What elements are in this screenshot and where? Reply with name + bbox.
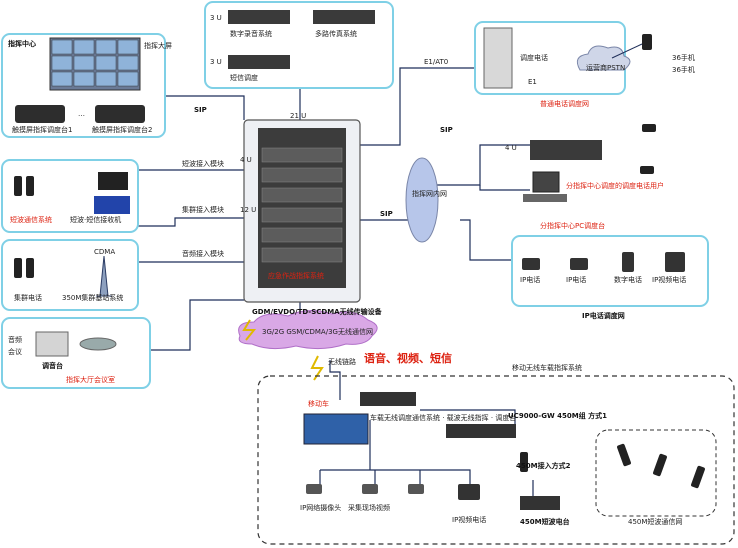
rack-name: 应急作战指挥系统 (268, 271, 324, 280)
meeting-room-title: 指挥大厅会议室 (66, 375, 115, 384)
u3-a-label: 3 U (210, 14, 222, 22)
console-2-label: 触摸屏指挥调度台2 (92, 125, 152, 134)
video-wall-label: 指挥大屏 (144, 41, 172, 50)
exchange-rack (483, 27, 513, 89)
right-dispatch-users-label: 分指挥中心调度的调度电话用户 (566, 181, 664, 190)
fax-unit (313, 10, 375, 24)
e1-label: E1 (528, 78, 537, 86)
pc-keyboard (523, 194, 567, 202)
mixer-console (35, 331, 69, 357)
sip-label-1: SIP (194, 106, 207, 114)
radio-450m-station (520, 496, 560, 510)
ip-phone-panel (511, 235, 709, 307)
sms-station-label: 短波·短信接收机 (70, 215, 121, 224)
shortwave-station (94, 196, 130, 214)
digital-phone-label: 数字电话 (614, 275, 642, 284)
ip-video-phone-label: IP视频电话 (652, 275, 686, 284)
sms-dispatch-unit (228, 55, 290, 69)
mobile-phone-icon (642, 34, 652, 50)
radio-group-label: 450M短波通信网 (628, 517, 682, 526)
wireless-cloud-label: 3G/2G GSM/CDMA/3G无线通信网 (262, 327, 373, 336)
radio-450m-handset (520, 452, 528, 472)
sms-system-label: 短波通信系统 (10, 215, 52, 224)
walkie-talkies-a (14, 176, 34, 196)
tower-label: CDMA (94, 248, 115, 256)
uc9000-label: UC9000-GW 450M组 方式1 (508, 411, 607, 420)
dispatch-label: 短信调度 (230, 73, 258, 82)
mobile-vehicle-area (257, 375, 735, 545)
connection-lines (138, 67, 534, 500)
sms-module-label: 短波接入模块 (182, 159, 224, 168)
recording-label: 数字录音系统 (230, 29, 272, 38)
dispatch-server (530, 140, 602, 160)
recording-unit (228, 10, 290, 24)
private-network-cloud (405, 157, 439, 243)
pc-console-icon (532, 171, 560, 193)
vehicle-image (303, 413, 369, 445)
ip-panel-title: IP电话调度网 (582, 311, 625, 320)
rack-units (261, 147, 343, 263)
trunk-module-label: 集群接入模块 (182, 205, 224, 214)
e1-link-label: E1/AT0 (424, 58, 448, 66)
walkie-talkies-b (14, 258, 34, 278)
trunk-sys-label: 350M集群基站系统 (62, 293, 123, 302)
u3-b-label: 3 U (210, 58, 222, 66)
trunk-tower-icon (96, 255, 112, 297)
sip-label-3: SIP (380, 210, 393, 218)
pstn-label: 运营商PSTN (586, 63, 625, 72)
headline: 语音、视频、短信 (364, 351, 452, 365)
phone-2-label: 36手机 (672, 65, 695, 74)
trunk-phone-label: 集群电话 (14, 293, 42, 302)
wireless-link-label: 无线链路 (328, 357, 356, 366)
console-label: 调音台 (42, 361, 63, 370)
private-net-label: 指挥网内网 (412, 189, 447, 198)
u12-label: 12 U (240, 206, 256, 214)
uc9000-gateway (446, 424, 516, 438)
ip-phone-icons (522, 252, 685, 272)
u4-label: 4 U (240, 156, 252, 164)
ip-phone-2-label: IP电话 (566, 275, 586, 284)
phone-1-label: 36手机 (672, 53, 695, 62)
dots: … (78, 110, 85, 118)
mobile-car-label: 移动车 (308, 399, 329, 408)
touch-console-1 (15, 105, 65, 123)
vehicle-gateway (360, 392, 416, 406)
ip-video-phone (458, 484, 480, 500)
rack-caption: GDM/EVDO/TD-SCDMA无线传输设备 (252, 307, 383, 316)
ip-cameras (306, 484, 424, 494)
mobile-title: 移动无线车载指挥系统 (512, 363, 582, 372)
gateway-label: 车载无线调度通信系统 · 载波无线指挥 · 调度台 (370, 413, 516, 422)
video-wall-screens (51, 39, 139, 87)
r450-label: 450M接入方式2 (516, 461, 571, 470)
dispatch-phone-label: 调度电话 (520, 53, 548, 62)
collect-label: 采集现场视频 (348, 503, 390, 512)
radio-label: 450M短波电台 (520, 517, 570, 526)
u21-label: 21 U (290, 112, 306, 120)
meeting-label: 会议 (8, 347, 22, 356)
right-pc-console-label: 分指挥中心PC调度台 (540, 221, 605, 230)
audio-label: 音频 (8, 335, 22, 344)
desk-phones (640, 124, 656, 174)
command-center-title: 指挥中心 (8, 39, 36, 48)
shortwave-receiver (98, 172, 128, 190)
ip-phone-1-label: IP电话 (520, 275, 540, 284)
camera-label: IP网络摄像头 (300, 503, 341, 512)
u4-right-label: 4 U (505, 144, 517, 152)
pstn-network-label: 普通电话调度网 (540, 99, 589, 108)
ip-video-phone-mobile-label: IP视频电话 (452, 515, 486, 524)
wireless-cloud (238, 310, 378, 350)
fax-label: 多路传真系统 (315, 29, 357, 38)
conference-phone (79, 337, 117, 351)
console-1-label: 触摸屏指挥调度台1 (12, 125, 72, 134)
audio-module-label: 音频接入模块 (182, 249, 224, 258)
touch-console-2 (95, 105, 145, 123)
pstn-cloud (576, 45, 631, 71)
sip-label-2: SIP (440, 126, 453, 134)
radio-group-handsets (617, 443, 705, 489)
